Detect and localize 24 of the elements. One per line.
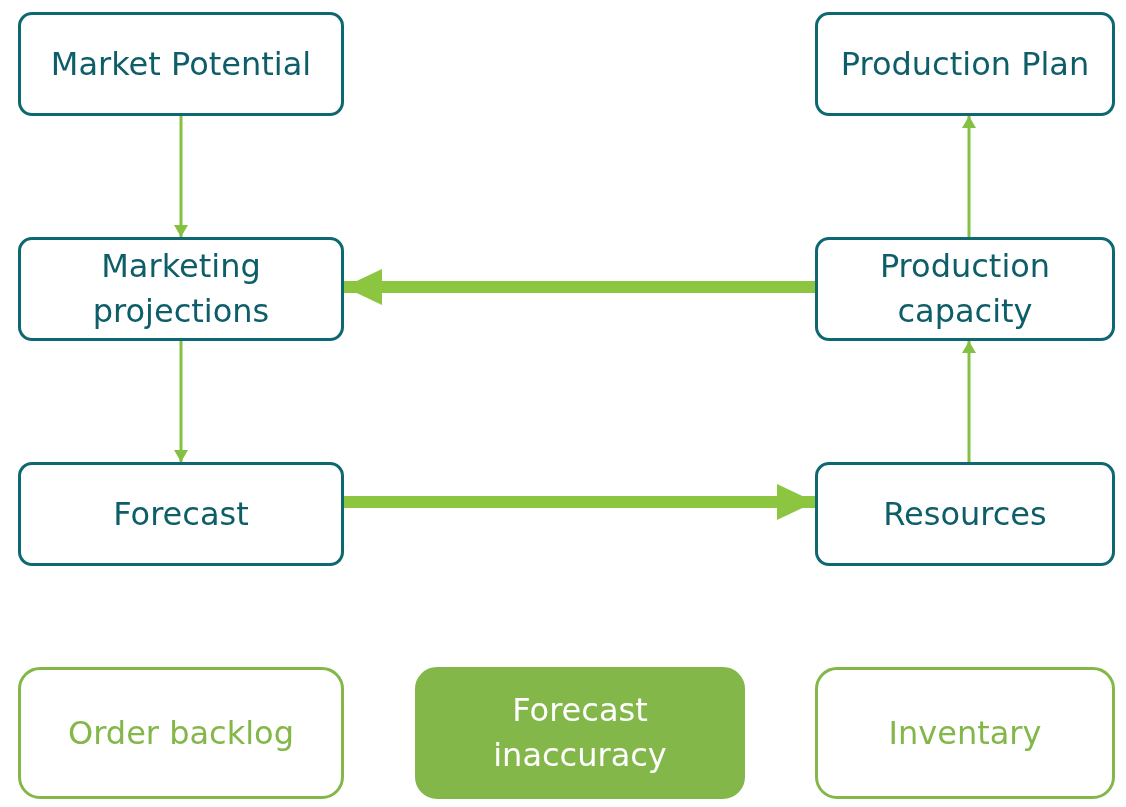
arrow xyxy=(962,341,976,462)
arrow xyxy=(344,484,815,520)
process-box xyxy=(815,237,1115,341)
process-box xyxy=(18,462,344,566)
process-box xyxy=(18,237,344,341)
box-label: Forecast xyxy=(113,493,249,535)
process-box xyxy=(415,667,745,799)
arrow xyxy=(174,116,188,237)
process-box xyxy=(815,462,1115,566)
box-label: Market Potential xyxy=(50,43,312,85)
process-box xyxy=(18,667,344,799)
box-label: Marketing projections xyxy=(91,246,271,332)
box-label: Order backlog xyxy=(68,712,294,754)
arrow xyxy=(174,341,188,462)
arrow xyxy=(962,116,976,237)
box-label: Resources xyxy=(883,493,1047,535)
process-box xyxy=(18,12,344,116)
process-box xyxy=(815,667,1115,799)
box-label: Forecast inaccuracy xyxy=(492,690,668,776)
process-box xyxy=(815,12,1115,116)
box-label: Production capacity xyxy=(878,246,1052,332)
box-label: Production Plan xyxy=(840,43,1090,85)
box-label: Inventary xyxy=(888,712,1042,754)
arrow xyxy=(344,269,815,305)
